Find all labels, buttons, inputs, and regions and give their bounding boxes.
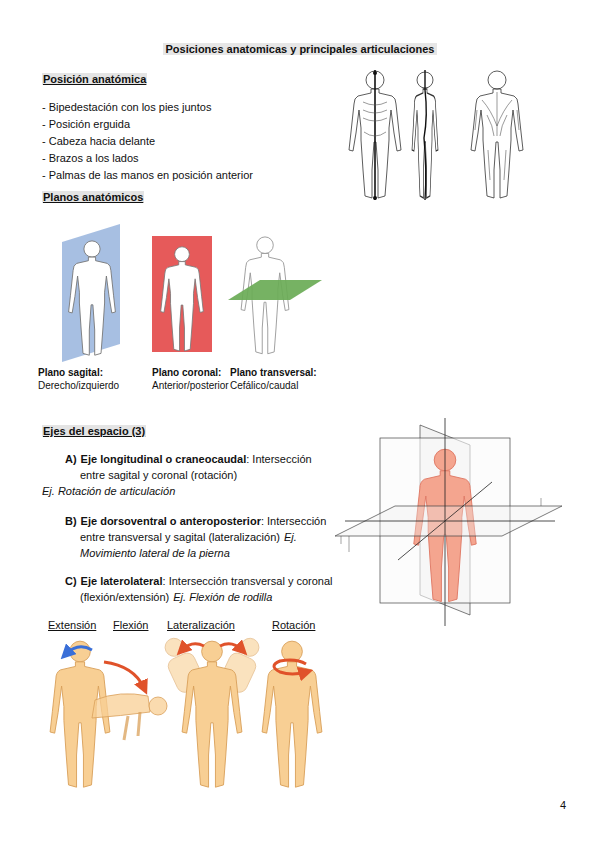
movement-label: Extensión: [48, 619, 96, 631]
rotation-figure: [262, 641, 322, 787]
text-block: Planos anatómicos: [42, 189, 144, 205]
coronal-plane-figure: [152, 236, 212, 352]
bullet-item: - Brazos a los lados: [42, 152, 139, 164]
plane-label: Plano transversal:: [230, 367, 317, 378]
text-block: - Cabeza hacia delante: [42, 133, 155, 149]
bullet-item: - Bipedestación con los pies juntos: [42, 101, 211, 113]
text-block: Lateralización: [167, 617, 235, 633]
text-block: Plano sagital:: [38, 364, 103, 381]
text-block: Ejes del espacio (3): [42, 423, 146, 439]
muscle-figure-back: [471, 71, 523, 198]
text-block: Extensión: [48, 617, 96, 633]
section-heading: Planos anatómicos: [42, 191, 144, 203]
axis-letter: C): [65, 575, 77, 587]
text-block: Flexión: [113, 617, 148, 633]
axes-figure: [335, 418, 562, 626]
plane-label: Plano coronal:: [152, 367, 221, 378]
text-block: 4: [560, 797, 566, 813]
example-text: Ej. Flexión de rodilla: [173, 591, 272, 603]
text-block: A)Eje longitudinal o craneocaudal: Inter…: [65, 451, 335, 483]
text-block: Cefálico/caudal: [230, 377, 298, 394]
bullet-item: - Palmas de las manos en posición anteri…: [42, 169, 253, 181]
plane-description: Derecho/izquierdo: [38, 380, 119, 391]
text-block: - Bipedestación con los pies juntos: [42, 99, 211, 115]
plane-description: Cefálico/caudal: [230, 380, 298, 391]
transverse-plane-figure: [228, 237, 322, 354]
section-heading: Ejes del espacio (3): [42, 425, 146, 437]
section-heading: Posición anatómica: [42, 73, 147, 85]
text-block: Anterior/posterior: [152, 377, 229, 394]
skeleton-side: [412, 70, 438, 200]
axis-name: Eje laterolateral: [81, 575, 163, 587]
movement-label: Flexión: [113, 619, 148, 631]
text-block: B)Eje dorsoventral o anteroposterior: In…: [65, 513, 335, 561]
axis-letter: A): [65, 453, 77, 465]
title-block: Posiciones anatomicas y principales arti…: [0, 41, 600, 57]
text-block: - Palmas de las manos en posición anteri…: [42, 167, 253, 183]
axis-name: Eje longitudinal o craneocaudal: [81, 453, 247, 465]
text-block: Rotación: [272, 617, 315, 633]
bullet-item: - Posición erguida: [42, 118, 130, 130]
text-block: - Brazos a los lados: [42, 150, 139, 166]
movement-label: Rotación: [272, 619, 315, 631]
axis-letter: B): [65, 515, 77, 527]
text-block: C)Eje laterolateral: Intersección transv…: [65, 573, 335, 605]
plane-description: Anterior/posterior: [152, 380, 229, 391]
axis-name: Eje dorsoventral o anteroposterior: [81, 515, 261, 527]
example-text: Ej. Rotación de articulación: [42, 485, 175, 497]
text-block: Posición anatómica: [42, 71, 147, 87]
text-block: Derecho/izquierdo: [38, 377, 119, 394]
text-block: - Posición erguida: [42, 116, 130, 132]
lateralization-figure: [158, 633, 267, 787]
flexion-extension-figure: [50, 641, 167, 787]
text-block: Plano transversal:: [230, 364, 317, 381]
page-title: Posiciones anatomicas y principales arti…: [163, 43, 436, 55]
skeleton-front: [349, 70, 401, 200]
page-number: 4: [560, 799, 566, 811]
movement-label: Lateralización: [167, 619, 235, 631]
text-block: Plano coronal:: [152, 364, 221, 381]
text-block: Ej. Rotación de articulación: [42, 483, 175, 499]
plane-label: Plano sagital:: [38, 367, 103, 378]
sagittal-plane-figure: [62, 224, 120, 362]
bullet-item: - Cabeza hacia delante: [42, 135, 155, 147]
